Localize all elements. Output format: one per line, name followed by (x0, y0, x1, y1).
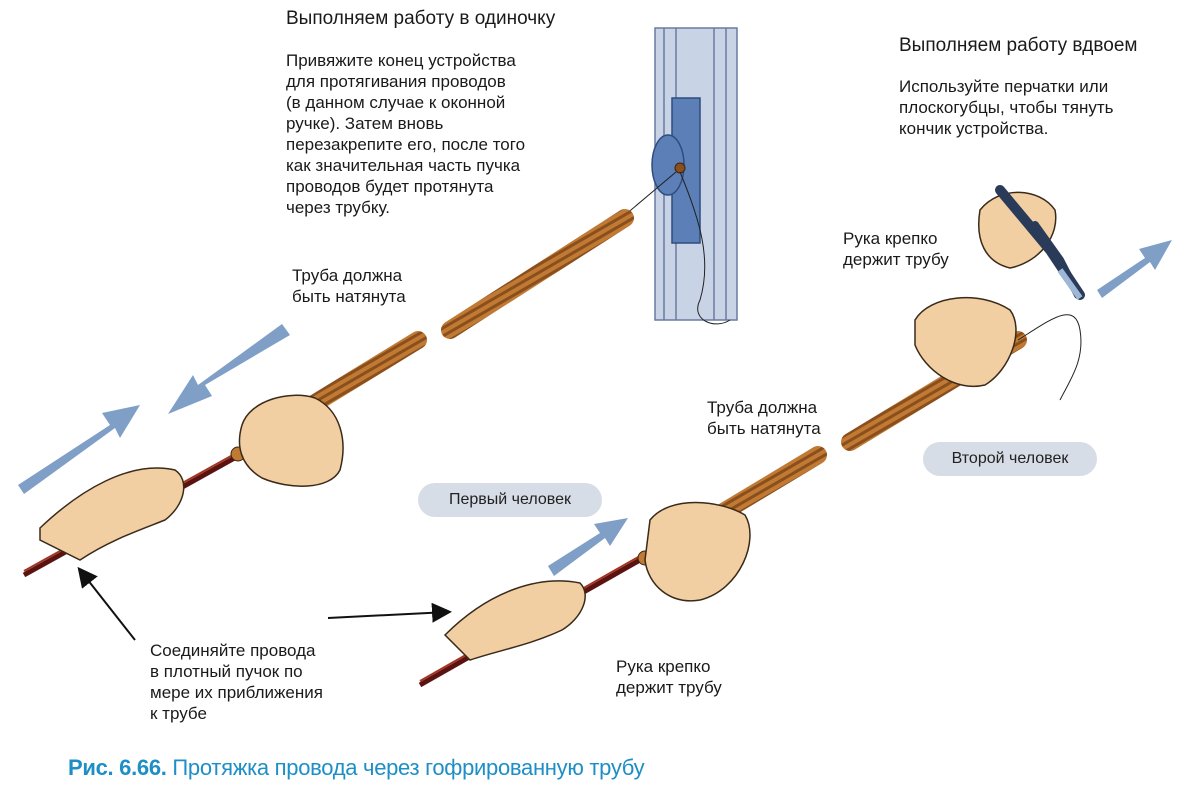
pliers-icon (995, 185, 1085, 300)
badge-second-person: Второй человек (923, 442, 1097, 476)
hand-first-person-wires (443, 580, 586, 661)
hand-solo-wires (39, 467, 185, 561)
blue-arrows-right (548, 240, 1172, 576)
caption-text: Протяжка провода через гофрированную тру… (172, 755, 645, 780)
label-pipe-taut-pair: Труба должна быть натянута (707, 398, 821, 438)
window-frame (651, 27, 738, 321)
heading-solo: Выполняем работу в одиночку (286, 8, 556, 29)
label-hand-holds-top: Рука крепко держит трубу (843, 229, 949, 269)
badge-first-person: Первый человек (418, 483, 602, 517)
hand-first-person-pipe (644, 501, 751, 602)
caption-number: Рис. 6.66. (68, 755, 167, 780)
figure-caption: Рис. 6.66. Протяжка провода через гофрир… (68, 755, 645, 781)
label-join-wires: Соединяйте провода в плотный пучок по ме… (150, 641, 323, 723)
blue-arrows-left (18, 324, 290, 494)
hand-second-person (914, 297, 1017, 388)
instruction-solo: Привяжите конец устройства для протягива… (286, 51, 526, 217)
heading-pair: Выполняем работу вдвоем (899, 35, 1138, 56)
instruction-pair: Используйте перчатки или плоскогубцы, чт… (899, 77, 1114, 138)
label-pipe-taut-solo: Труба должна быть натянута (292, 266, 406, 306)
hand-solo-pipe (238, 394, 344, 487)
label-hand-holds-bottom: Рука крепко держит трубу (616, 657, 722, 697)
